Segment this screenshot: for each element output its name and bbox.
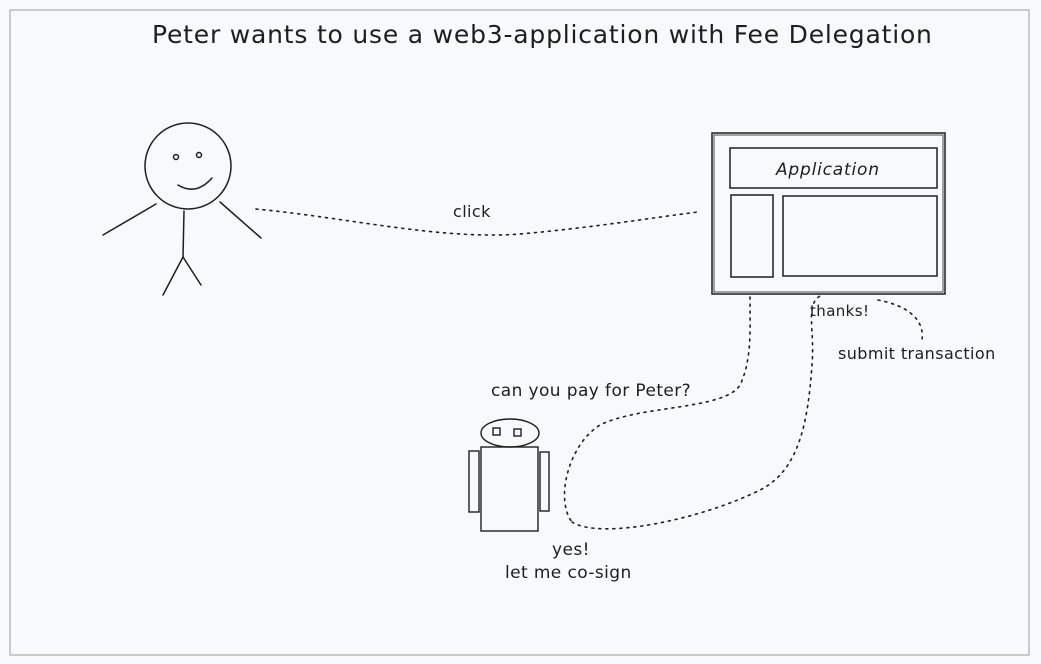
click-connector bbox=[255, 208, 699, 236]
ask-connector bbox=[563, 296, 751, 523]
click-label: click bbox=[453, 202, 491, 221]
submit-transaction-label: submit transaction bbox=[838, 344, 996, 363]
pay-request-label: can you pay for Peter? bbox=[491, 381, 692, 401]
diagram-title: Peter wants to use a web3-application wi… bbox=[152, 20, 933, 49]
reply-connector bbox=[571, 295, 821, 530]
thanks-label: thanks! bbox=[810, 302, 870, 320]
stick-figure-icon bbox=[102, 122, 262, 296]
robot-icon bbox=[468, 418, 550, 532]
frame-border bbox=[9, 9, 1030, 656]
co-sign-label: let me co-sign bbox=[505, 563, 632, 583]
submit-connector bbox=[877, 299, 923, 341]
app-window-icon bbox=[711, 132, 946, 295]
application-label: Application bbox=[776, 160, 880, 180]
yes-label: yes! bbox=[552, 540, 590, 560]
